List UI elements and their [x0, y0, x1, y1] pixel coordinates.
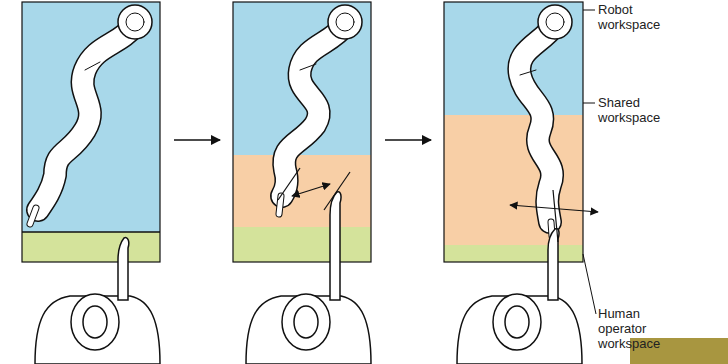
collaboration-motion — [510, 190, 598, 242]
region-label: Shared workspace — [598, 95, 670, 125]
leader-line — [583, 10, 596, 314]
robot-arm — [30, 5, 152, 224]
human-operator — [35, 238, 160, 364]
sequence-arrow — [385, 139, 431, 141]
panel-collaboration — [444, 2, 583, 262]
region-label: Human operator workspace — [598, 306, 670, 351]
robot-arm — [279, 5, 362, 214]
separation-distance — [278, 168, 350, 210]
region-label: Robot workspace — [598, 2, 670, 32]
sequence-arrow — [174, 139, 220, 141]
human-operator — [457, 229, 582, 364]
panel-before — [22, 2, 160, 262]
panel-approach — [233, 2, 371, 262]
robot-arm — [519, 5, 572, 236]
human-operator — [246, 192, 371, 364]
